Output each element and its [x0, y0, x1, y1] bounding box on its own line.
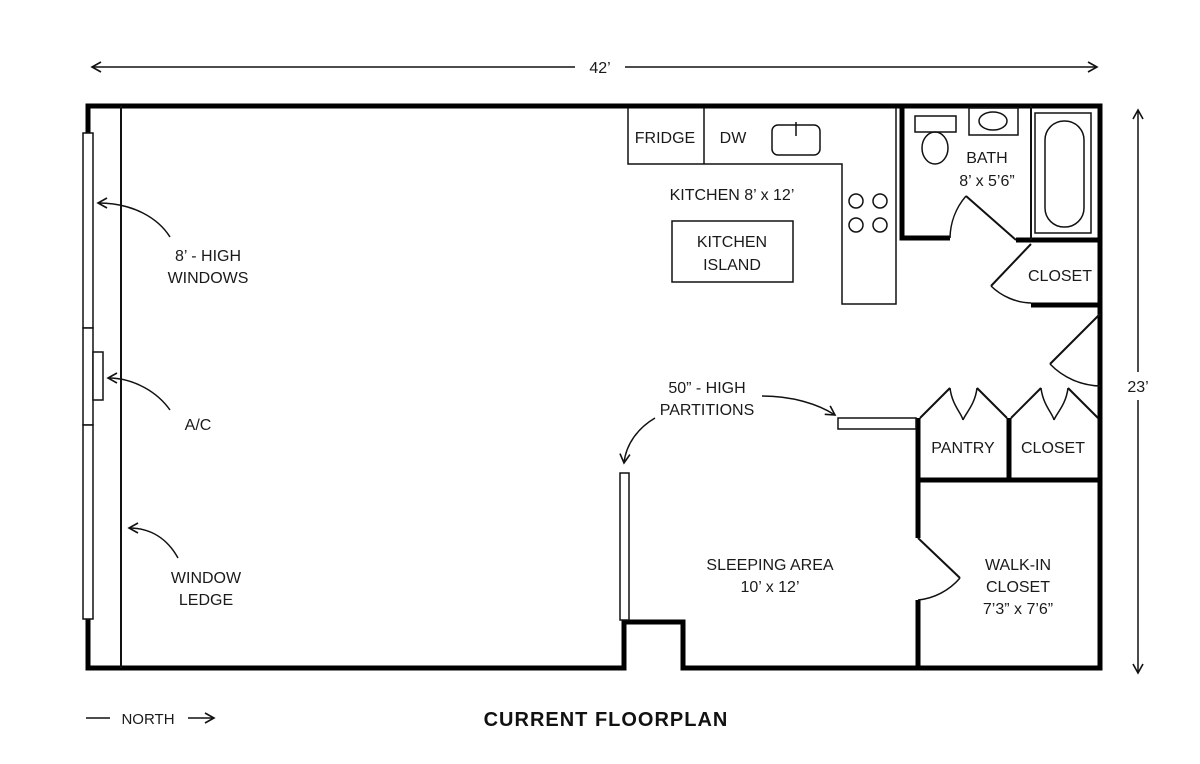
ledge-label-line1: WINDOW	[171, 570, 242, 587]
ac-annotation: A/C	[106, 372, 212, 434]
pantry-label: PANTRY	[931, 440, 995, 457]
exterior-wall	[85, 103, 1103, 671]
bath-walls	[899, 106, 1100, 243]
walkin-label-line2: CLOSET	[986, 579, 1050, 596]
bath-size-label: 8’ x 5’6”	[959, 173, 1014, 190]
kitchen-counter	[627, 108, 897, 305]
closet-mid-doors	[1010, 387, 1099, 421]
ac-unit	[92, 351, 104, 401]
height-label: 23’	[1127, 379, 1148, 396]
partition-horizontal	[837, 417, 917, 430]
bath-door	[949, 195, 1017, 241]
windows	[82, 132, 94, 620]
dishwasher-label: DW	[720, 130, 748, 147]
walkin-size-label: 7’3” x 7’6”	[983, 601, 1053, 618]
toilet	[914, 115, 957, 165]
ac-label: A/C	[185, 417, 212, 434]
partition-vertical	[619, 472, 630, 621]
width-label: 42’	[589, 60, 610, 77]
ledge-annotation: WINDOW LEDGE	[127, 522, 242, 609]
windows-annotation: 8’ - HIGH WINDOWS	[96, 197, 249, 287]
kitchen-sink	[771, 122, 821, 156]
floorplan-title: CURRENT FLOORPLAN	[484, 709, 729, 731]
ledge-label-line2: LEDGE	[179, 592, 233, 609]
closet-top-label: CLOSET	[1028, 268, 1092, 285]
windows-label-line2: WINDOWS	[168, 270, 249, 287]
stove-burners	[848, 193, 888, 233]
island-label-line1: KITCHEN	[697, 234, 767, 251]
partitions-annotation: 50” - HIGH PARTITIONS	[619, 380, 837, 465]
kitchen-island: KITCHEN ISLAND	[671, 220, 794, 283]
windows-label-line1: 8’ - HIGH	[175, 248, 241, 265]
bathtub	[1034, 112, 1092, 234]
sleeping-area-label: SLEEPING AREA	[706, 557, 833, 574]
island-label-line2: ISLAND	[703, 257, 761, 274]
height-dimension: 23’	[1127, 108, 1149, 675]
walkin-closet-door	[917, 537, 961, 601]
bathroom-sink	[968, 107, 1019, 136]
closet-top-door	[990, 243, 1032, 304]
width-dimension: 42’	[90, 60, 1099, 77]
entry-door	[1049, 313, 1101, 387]
north-indicator: NORTH	[86, 711, 216, 728]
walkin-label-line1: WALK-IN	[985, 557, 1051, 574]
pantry-doors	[919, 387, 1008, 421]
partitions-label-line2: PARTITIONS	[660, 402, 755, 419]
north-label: NORTH	[121, 711, 174, 728]
fridge-label: FRIDGE	[635, 130, 695, 147]
kitchen-label: KITCHEN 8’ x 12’	[670, 187, 795, 204]
partitions-label-line1: 50” - HIGH	[668, 380, 745, 397]
closet-mid-label: CLOSET	[1021, 440, 1085, 457]
sleeping-area-size: 10’ x 12’	[741, 579, 800, 596]
bath-label: BATH	[966, 150, 1007, 167]
